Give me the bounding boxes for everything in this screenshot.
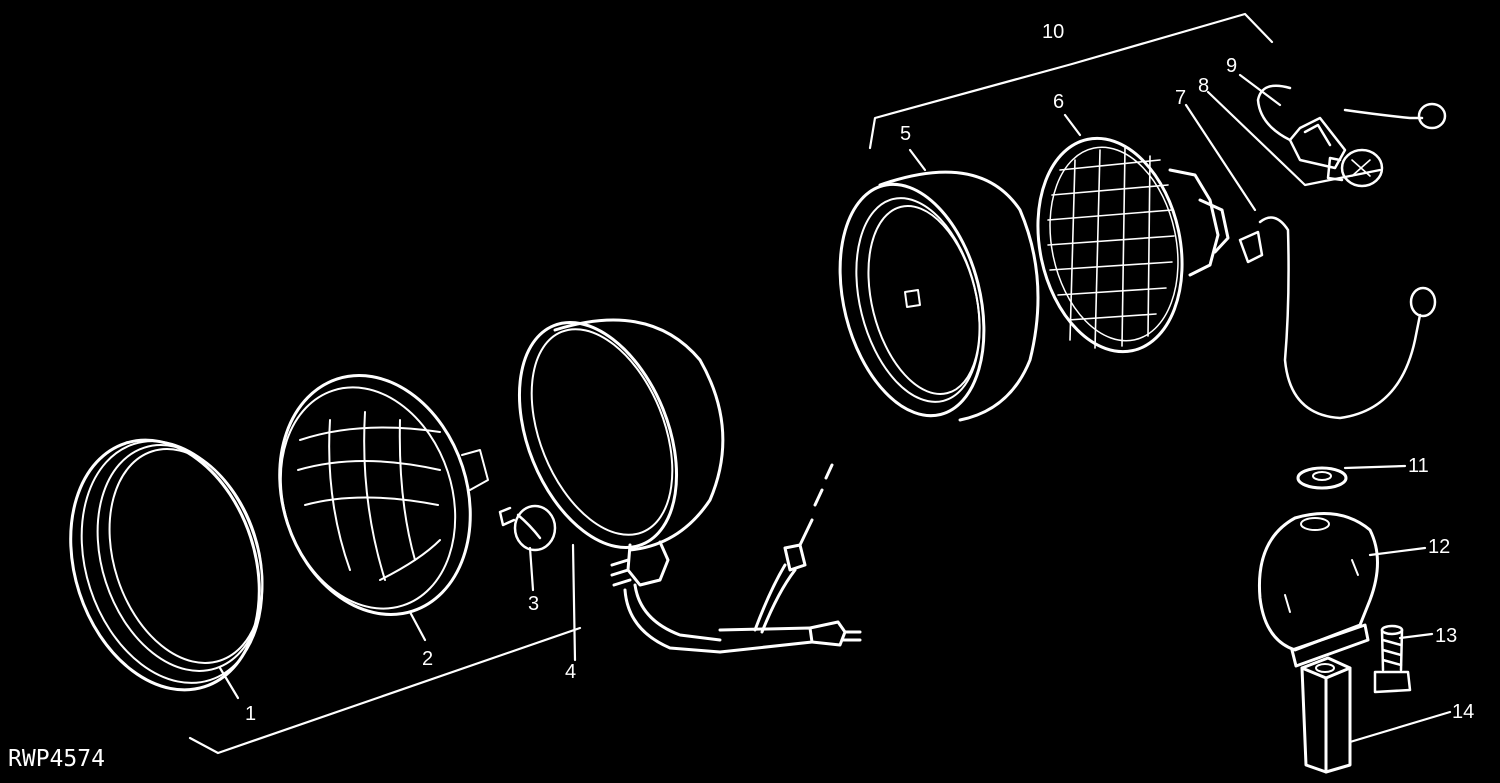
part-label-10: 10 — [1042, 21, 1064, 43]
part-label-5: 5 — [900, 123, 911, 145]
part-label-13: 13 — [1435, 625, 1457, 647]
part-1-bezel-ring-drawing — [69, 438, 264, 692]
part-label-3: 3 — [528, 593, 539, 615]
figure-code: RWP4574 — [8, 746, 105, 772]
part-label-9: 9 — [1226, 55, 1237, 77]
part-12-bracket-drawing — [1257, 512, 1379, 668]
part-label-14: 14 — [1452, 701, 1474, 723]
part-11-washer-drawing — [1296, 466, 1348, 490]
part-label-7: 7 — [1175, 87, 1186, 109]
part-13-bolt-drawing — [1373, 624, 1412, 694]
part-label-8: 8 — [1198, 75, 1209, 97]
part-6-lamp-drawing — [1036, 136, 1230, 354]
part-label-1: 1 — [245, 703, 256, 725]
part-9-socket-wire-drawing — [1256, 84, 1447, 170]
part-14-post-drawing — [1300, 656, 1352, 774]
part-5-rubber-ring-drawing — [838, 170, 1040, 422]
part-number-labels: 1 2 3 4 5 6 7 8 9 10 11 12 13 14 — [245, 21, 1474, 725]
part-7-ground-wire-drawing — [1238, 216, 1437, 420]
part-4-housing-drawing — [517, 318, 862, 654]
part-3-bulb-drawing — [498, 504, 557, 552]
leader-lines — [188, 12, 1452, 755]
part-label-12: 12 — [1428, 536, 1450, 558]
part-label-6: 6 — [1053, 91, 1064, 113]
part-label-11: 11 — [1408, 455, 1429, 477]
part-label-2: 2 — [422, 648, 433, 670]
part-2-lens-drawing — [278, 374, 489, 616]
part-label-4: 4 — [565, 661, 576, 683]
